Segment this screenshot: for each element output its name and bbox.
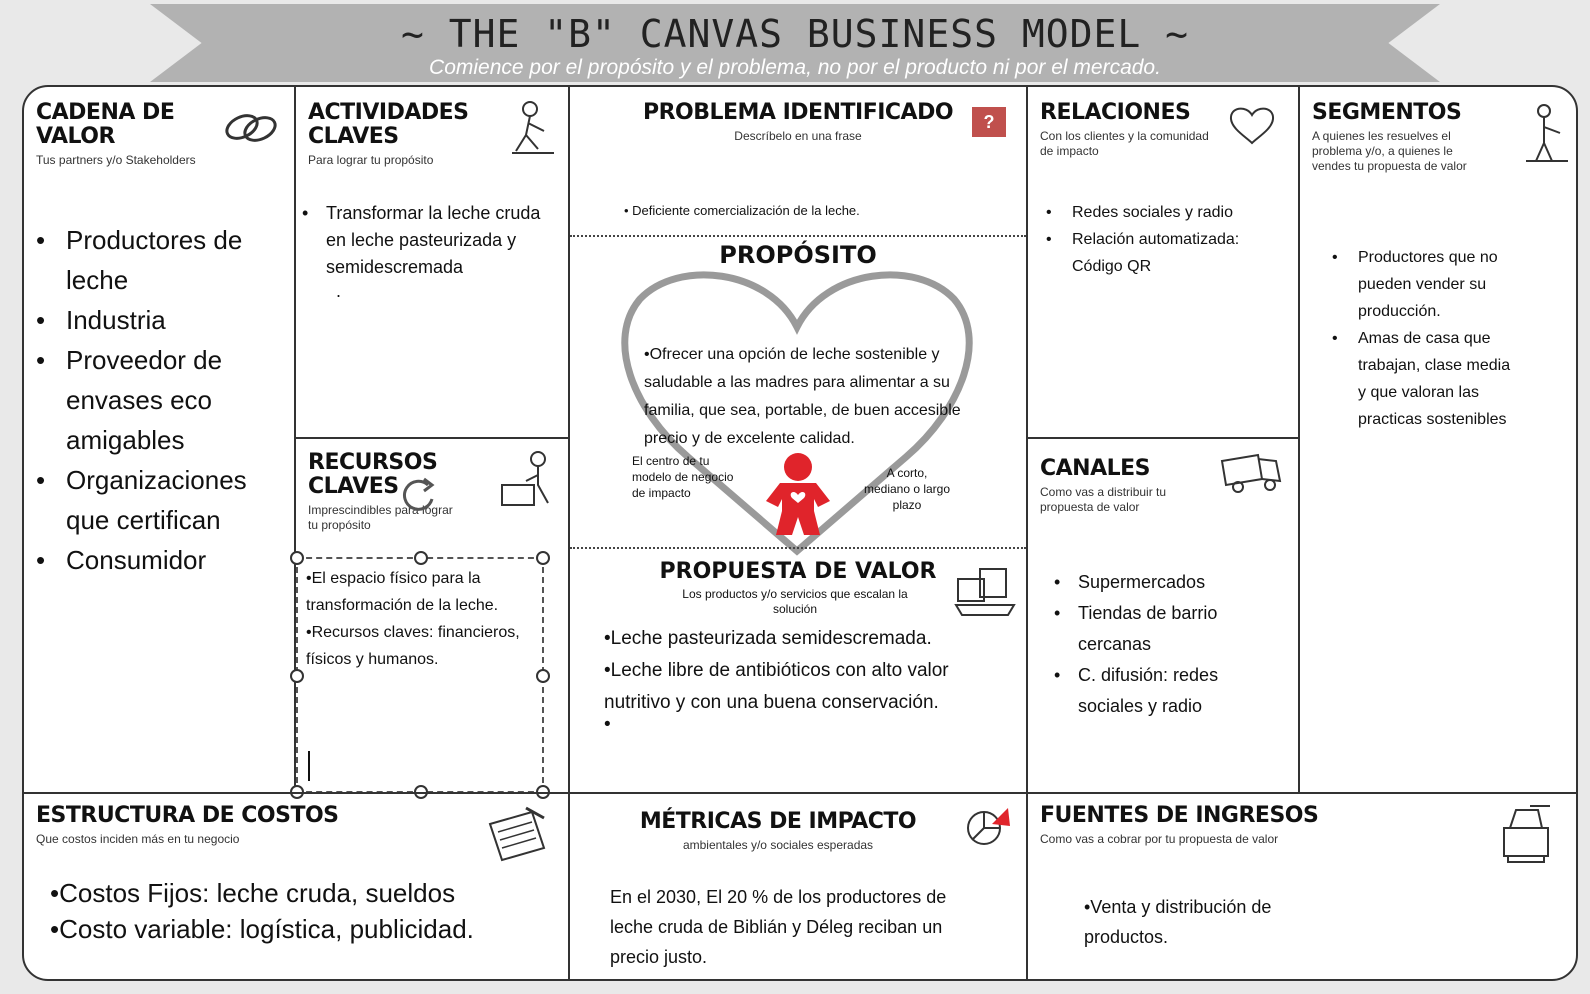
- costos-title: ESTRUCTURA DE COSTOS: [36, 803, 339, 828]
- resize-handle-top[interactable]: [414, 551, 428, 565]
- canvas-subtitle: Comience por el propósito y el problema,…: [429, 56, 1161, 79]
- problema-title: PROBLEMA IDENTIFICADO: [642, 100, 954, 125]
- cash-register-icon: [1503, 805, 1550, 863]
- actividades-claves-block: ACTIVIDADES CLAVES Para lograr tu propós…: [296, 87, 570, 439]
- problema-item: • Deficiente comercialización de la lech…: [624, 203, 860, 218]
- relaciones-block: RELACIONES Con los clientes y la comunid…: [1028, 87, 1300, 439]
- list-item: C. difusión: redes sociales y radio: [1048, 660, 1288, 722]
- canvas-title: ~ THE "B" CANVAS BUSINESS MODEL ~: [401, 12, 1189, 56]
- propuesta-title: PROPUESTA DE VALOR: [659, 559, 937, 584]
- fuentes-title: FUENTES DE INGRESOS: [1040, 803, 1319, 828]
- refresh-icon: [403, 477, 435, 511]
- canales-list: Supermercados Tiendas de barrio cercanas…: [1028, 567, 1298, 722]
- recursos-text: •El espacio físico para la transformació…: [298, 559, 542, 673]
- fuentes-subtitle: Como vas a cobrar por tu propuesta de va…: [1040, 832, 1279, 846]
- text-selection-box[interactable]: •El espacio físico para la transformació…: [290, 551, 550, 799]
- relaciones-title: RELACIONES: [1040, 100, 1191, 125]
- center-column: PROBLEMA IDENTIFICADO Descríbelo en una …: [570, 87, 1028, 792]
- segmentos-title: SEGMENTOS: [1312, 100, 1462, 125]
- truck-icon: [1220, 453, 1282, 493]
- list-item: Industria: [24, 300, 294, 340]
- machine-icon: [501, 451, 549, 506]
- divider: [570, 235, 1026, 237]
- list-item: •El espacio físico para la transformació…: [306, 570, 499, 614]
- relaciones-list: Redes sociales y radio Relación automati…: [1028, 199, 1298, 280]
- list-item: •: [604, 714, 611, 735]
- cadena-de-valor-block: CADENA DE VALOR Tus partners y/o Stakeho…: [24, 87, 296, 792]
- proposito-text: •Ofrecer una opción de leche sostenible …: [644, 346, 961, 447]
- recursos-claves-block: RECURSOS CLAVES Imprescindibles para log…: [290, 439, 570, 799]
- canales-block: CANALES Como vas a distribuir tu propues…: [1028, 439, 1300, 792]
- propuesta-text: •Leche pasteurizada semidescremada. •Lec…: [604, 623, 1004, 735]
- list-item: Tiendas de barrio cercanas: [1048, 598, 1288, 660]
- canvas-board: CADENA DE VALOR Tus partners y/o Stakeho…: [22, 85, 1578, 981]
- actividades-extra: .: [336, 281, 342, 301]
- propuesta-subtitle: Los productos y/o servicios que escalan …: [682, 587, 908, 616]
- red-person-icon: [766, 453, 830, 535]
- proposito-right-note: A corto, mediano o largo plazo: [863, 466, 951, 512]
- costos-text: •Costos Fijos: leche cruda, sueldos •Cos…: [50, 875, 568, 947]
- resize-handle-left[interactable]: [290, 669, 304, 683]
- fuentes-text: •Venta y distribución de productos.: [1084, 897, 1272, 947]
- resize-handle-top-left[interactable]: [290, 551, 304, 565]
- proposito-title: PROPÓSITO: [719, 241, 877, 269]
- estructura-costos-block: ESTRUCTURA DE COSTOS Que costos inciden …: [24, 792, 570, 979]
- text-cursor: [308, 751, 310, 781]
- chain-icon: [225, 114, 277, 142]
- metricas-text: En el 2030, El 20 % de los productores d…: [610, 887, 947, 967]
- metricas-impacto-block: MÉTRICAS DE IMPACTO ambientales y/o soci…: [570, 792, 1028, 979]
- cadena-title: CADENA DE VALOR: [36, 100, 175, 149]
- relaciones-subtitle: Con los clientes y la comunidad de impac…: [1040, 129, 1209, 158]
- resize-handle-top-right[interactable]: [536, 551, 550, 565]
- list-item: •Costo variable: logística, publicidad.: [50, 914, 474, 944]
- pie-chart-icon: [967, 808, 1010, 845]
- actividades-subtitle: Para lograr tu propósito: [308, 153, 434, 167]
- recursos-subtitle: Imprescindibles para lograr tu propósito: [308, 503, 453, 532]
- list-item: •Leche libre de antibióticos con alto va…: [604, 660, 949, 713]
- list-item: Consumidor: [24, 540, 294, 580]
- list-item: •Costos Fijos: leche cruda, sueldos: [50, 878, 456, 908]
- metricas-title: MÉTRICAS DE IMPACTO: [639, 809, 917, 834]
- person-icon: [1526, 104, 1568, 162]
- list-item: •Leche pasteurizada semidescremada.: [604, 628, 932, 649]
- canales-subtitle: Como vas a distribuir tu propuesta de va…: [1040, 485, 1167, 514]
- list-item: Productores de leche: [24, 220, 294, 300]
- list-item: Supermercados: [1048, 567, 1288, 598]
- metricas-subtitle: ambientales y/o sociales esperadas: [682, 838, 874, 852]
- divider: [570, 547, 1026, 549]
- fuentes-ingresos-block: FUENTES DE INGRESOS Como vas a cobrar po…: [1028, 792, 1576, 979]
- gift-boxes-icon: [954, 568, 1016, 616]
- worker-icon: [512, 101, 554, 154]
- resize-handle-right[interactable]: [536, 669, 550, 683]
- list-item: Relación automatizada: Código QR: [1038, 226, 1278, 280]
- actividades-title: ACTIVIDADES CLAVES: [308, 100, 469, 149]
- heart-icon: [1230, 107, 1274, 145]
- header-banner: ~ THE "B" CANVAS BUSINESS MODEL ~ Comien…: [150, 4, 1440, 82]
- costos-subtitle: Que costos inciden más en tu negocio: [36, 832, 240, 846]
- heart-outline-icon: [621, 271, 973, 556]
- segmentos-block: SEGMENTOS A quienes les resuelves el pro…: [1300, 87, 1576, 792]
- problema-subtitle: Descríbelo en una frase: [734, 129, 862, 143]
- actividades-list: Transformar la leche cruda en leche past…: [296, 200, 568, 281]
- cadena-subtitle: Tus partners y/o Stakeholders: [36, 153, 196, 167]
- question-badge-icon: ?: [972, 107, 1006, 137]
- cadena-list: Productores de leche Industria Proveedor…: [24, 220, 294, 580]
- segmentos-list: Productores que no pueden vender su prod…: [1300, 244, 1576, 433]
- segmentos-subtitle: A quienes les resuelves el problema y/o,…: [1312, 129, 1467, 173]
- list-item: Transformar la leche cruda en leche past…: [296, 200, 556, 281]
- list-item: Amas de casa que trabajan, clase media y…: [1324, 325, 1520, 433]
- proposito-left-note: El centro de tu modelo de negocio de imp…: [632, 454, 734, 500]
- list-item: Redes sociales y radio: [1038, 199, 1278, 226]
- canales-title: CANALES: [1040, 456, 1151, 481]
- document-pen-icon: [488, 806, 546, 862]
- list-item: Organizaciones que certifican: [24, 460, 294, 540]
- list-item: •Recursos claves: financieros, físicos y…: [306, 624, 520, 668]
- list-item: Proveedor de envases eco amigables: [24, 340, 294, 460]
- recursos-title: RECURSOS CLAVES: [308, 450, 438, 499]
- list-item: Productores que no pueden vender su prod…: [1324, 244, 1520, 325]
